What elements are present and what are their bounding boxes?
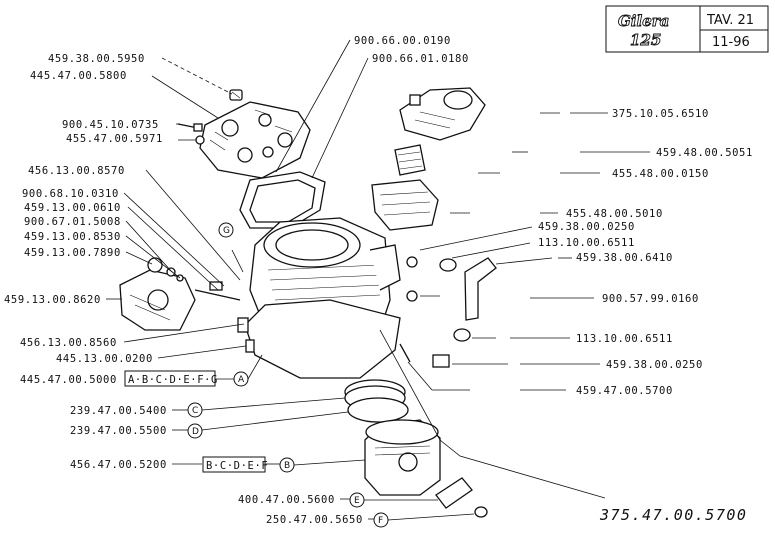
title-block: Gilera 125 TAV. 21 11-96 <box>605 5 769 53</box>
part-number-label: 445.47.00.5800 <box>30 70 127 82</box>
spark-plug-part <box>229 89 243 101</box>
part-number-label: 239.47.00.5500 <box>70 425 167 437</box>
exhaust-flange-part <box>119 257 241 331</box>
ref-circle: G <box>223 226 230 236</box>
handwritten-note: 375.47.00.5700 <box>599 506 747 524</box>
ref-circle: F <box>378 516 383 526</box>
nipple-part <box>406 256 418 268</box>
table-ref: TAV. 21 <box>706 13 754 28</box>
part-number-label: 900.68.10.0310 <box>22 188 119 200</box>
part-labels: 459.38.00.5950 445.47.00.5800 900.45.10.… <box>4 35 753 528</box>
part-number-label: 113.10.00.6511 <box>538 237 635 249</box>
intake-manifold-part <box>399 87 486 141</box>
ref-circle: A <box>238 375 245 385</box>
clamp-part <box>453 328 471 342</box>
nipple-part <box>406 290 418 302</box>
water-hose-part <box>464 257 497 321</box>
part-number-label: 456.13.00.8570 <box>28 165 125 177</box>
part-number-label: 456.13.00.8560 <box>20 337 117 349</box>
part-number-label: 459.13.00.7890 <box>24 247 121 259</box>
brand-logo-model: 125 <box>630 31 661 49</box>
part-number-label: 455.48.00.0150 <box>612 168 709 180</box>
variant-box: A·B·C·D·E·F·G <box>128 374 218 386</box>
ref-circle: C <box>192 406 198 416</box>
circlip-part <box>474 506 488 518</box>
fitting-part <box>432 354 450 368</box>
part-number-label: 459.13.00.8620 <box>4 294 101 306</box>
part-number-label: 456.47.00.5200 <box>70 459 167 471</box>
part-number-label: 459.47.00.5700 <box>576 385 673 397</box>
part-number-label: 459.13.00.0610 <box>24 202 121 214</box>
ref-circle: E <box>354 496 360 506</box>
part-number-label: 455.48.00.5010 <box>566 208 663 220</box>
part-number-label: 459.38.00.0250 <box>606 359 703 371</box>
part-number-label: 459.38.00.5950 <box>48 53 145 65</box>
part-number-label: 900.66.01.0180 <box>372 53 469 65</box>
piston-pin-part <box>435 477 473 509</box>
piston-part <box>364 419 441 496</box>
part-number-label: 900.66.00.0190 <box>354 35 451 47</box>
head-gasket-part <box>239 171 326 229</box>
reed-plate-part <box>394 144 426 176</box>
variant-box: B·C·D·E·F <box>206 460 268 472</box>
part-number-label: 900.57.99.0160 <box>602 293 699 305</box>
piston-rings-part <box>344 379 409 423</box>
part-number-label: 900.45.10.0735 <box>62 119 159 131</box>
part-number-label: 459.48.00.5051 <box>656 147 753 159</box>
pin-part <box>245 339 255 353</box>
part-number-label: 459.13.00.8530 <box>24 231 121 243</box>
part-number-label: 250.47.00.5650 <box>266 514 363 526</box>
base-gasket-part <box>244 299 401 379</box>
ref-circle: B <box>284 461 290 471</box>
table-date: 11-96 <box>712 35 750 50</box>
clamp-part <box>439 258 457 272</box>
part-number-label: 445.13.00.0200 <box>56 353 153 365</box>
brand-logo: Gilera <box>618 12 669 30</box>
part-number-label: 400.47.00.5600 <box>238 494 335 506</box>
part-number-label: 900.67.01.5008 <box>24 216 121 228</box>
cylinder-head-part <box>199 101 311 179</box>
part-number-label: 239.47.00.5400 <box>70 405 167 417</box>
head-screw-part <box>177 123 205 145</box>
part-number-label: 445.47.00.5000 <box>20 374 117 386</box>
stud-part <box>399 343 411 363</box>
reed-valve-part <box>371 179 439 231</box>
part-number-label: 113.10.00.6511 <box>576 333 673 345</box>
part-number-label: 459.38.00.0250 <box>538 221 635 233</box>
parts-drawings <box>119 87 497 518</box>
part-number-label: 459.38.00.6410 <box>576 252 673 264</box>
part-number-label: 455.47.00.5971 <box>66 133 163 145</box>
part-number-label: 375.10.05.6510 <box>612 108 709 120</box>
ref-circle: D <box>192 427 199 437</box>
